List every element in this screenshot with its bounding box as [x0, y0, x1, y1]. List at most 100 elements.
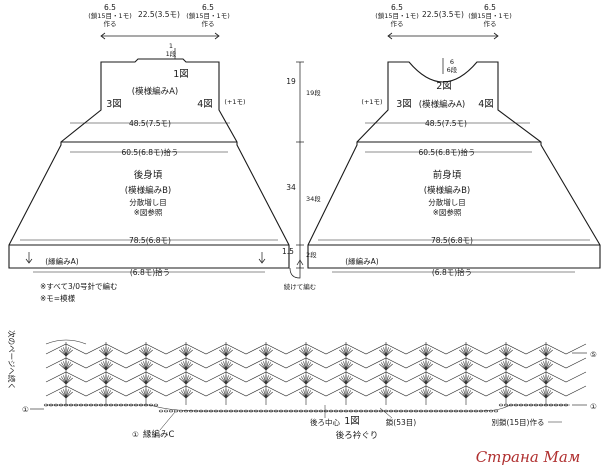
- fan-stitch: [145, 348, 152, 357]
- back-shoulder-left-note: (鎖15目・1モ): [88, 11, 131, 20]
- fan-stitch: [185, 391, 193, 399]
- chain-baseline: [46, 404, 570, 412]
- fan-stitch: [385, 349, 393, 357]
- fan-stitch: [385, 389, 389, 399]
- fan-stitch: [459, 363, 467, 371]
- fan-stitch: [463, 375, 467, 385]
- chain-stitch: [298, 409, 304, 413]
- fan-stitch: [345, 362, 352, 371]
- fan-stitch: [505, 347, 509, 357]
- fan-stitch: [60, 376, 67, 385]
- chain-stitch: [418, 409, 424, 413]
- fan-stitch: [425, 375, 429, 385]
- chain-stitch: [198, 409, 204, 413]
- fan-stitch: [299, 363, 307, 371]
- chain-stitch: [133, 403, 139, 407]
- chain-stitch: [488, 409, 494, 413]
- fan-stitch: [465, 362, 472, 371]
- fan-stitch: [305, 347, 309, 357]
- fan-stitch: [145, 377, 153, 385]
- chain-stitch: [353, 409, 359, 413]
- fan-stitch: [545, 349, 553, 357]
- fan-stitch: [503, 389, 507, 399]
- fan-stitch: [225, 362, 232, 371]
- fan-stitch: [305, 375, 309, 385]
- fan-stitch: [105, 389, 109, 399]
- fan-stitch: [465, 348, 472, 357]
- row-marker-mid: ①: [590, 402, 597, 411]
- fan-stitch: [140, 348, 147, 357]
- fan-stitch: [265, 377, 273, 385]
- fan-stitch: [505, 362, 512, 371]
- fan-stitch: [425, 347, 429, 357]
- chain-stitch: [518, 403, 524, 407]
- fan-stitch: [220, 348, 227, 357]
- fan-stitch: [65, 362, 72, 371]
- fan-stitch: [265, 390, 272, 399]
- fan-stitch: [539, 349, 547, 357]
- chain-stitch: [158, 409, 164, 413]
- fan-stitch: [380, 362, 387, 371]
- back-title: 後身頃: [134, 169, 163, 181]
- chain-stitch: [378, 409, 384, 413]
- fan-stitch: [345, 375, 349, 385]
- fan-stitch: [300, 362, 307, 371]
- chain-stitch: [88, 403, 94, 407]
- fan-stitch: [225, 349, 233, 357]
- fan-stitch: [225, 363, 233, 371]
- fan-stitch: [140, 376, 147, 385]
- chain-stitch: [183, 409, 189, 413]
- fan-stitch: [425, 390, 432, 399]
- fan-stitch: [185, 377, 193, 385]
- chain-stitch: [108, 403, 114, 407]
- fan-stitch: [460, 348, 467, 357]
- fan-stitch: [345, 348, 352, 357]
- chain-stitch: [398, 409, 404, 413]
- fan-stitch: [100, 348, 107, 357]
- fan-stitch: [105, 348, 112, 357]
- fan-stitch: [340, 348, 347, 357]
- fan-stitch: [539, 391, 547, 399]
- fan-stitch: [465, 363, 473, 371]
- fan-stitch: [385, 363, 393, 371]
- fan-stitch: [140, 390, 147, 399]
- fan-stitch: [63, 375, 67, 385]
- fan-stitch: [219, 377, 227, 385]
- chain-stitch: [68, 403, 74, 407]
- fan-stitch: [379, 391, 387, 399]
- fan-stitch: [145, 361, 149, 371]
- fan-stitch: [139, 363, 147, 371]
- fan-stitch: [463, 389, 467, 399]
- fan-stitch: [179, 377, 187, 385]
- front-chart4: 4図: [478, 99, 494, 110]
- chain-stitch: [258, 409, 264, 413]
- fan-stitch: [143, 347, 147, 357]
- fan-stitch: [185, 361, 189, 371]
- chain-stitch: [338, 409, 344, 413]
- fan-stitch: [185, 362, 192, 371]
- fan-stitch: [65, 361, 69, 371]
- fan-stitch: [305, 363, 313, 371]
- fan-stitch: [225, 361, 229, 371]
- fan-stitch: [105, 362, 112, 371]
- yoke-rows: 19段: [306, 88, 321, 97]
- fan-stitch: [145, 391, 153, 399]
- fan-stitch: [60, 390, 67, 399]
- fan-stitch: [503, 361, 507, 371]
- fan-stitch: [385, 390, 392, 399]
- fan-stitch: [460, 376, 467, 385]
- fan-stitch: [185, 349, 193, 357]
- front-hem: 78.5(6.8モ): [431, 236, 473, 245]
- fan-stitch: [259, 349, 267, 357]
- back-edge-label: (縁編みA): [45, 256, 79, 266]
- fan-stitch: [219, 391, 227, 399]
- fan-stitch: [420, 362, 427, 371]
- fan-stitch: [420, 390, 427, 399]
- chain-stitch: [498, 403, 504, 407]
- chain-stitch: [253, 409, 259, 413]
- fan-stitch: [345, 376, 352, 385]
- fan-stitch: [379, 377, 387, 385]
- chain-stitch: [138, 403, 144, 407]
- chain-stitch: [563, 403, 569, 407]
- front-pattern-a: (模様編みA): [419, 99, 465, 110]
